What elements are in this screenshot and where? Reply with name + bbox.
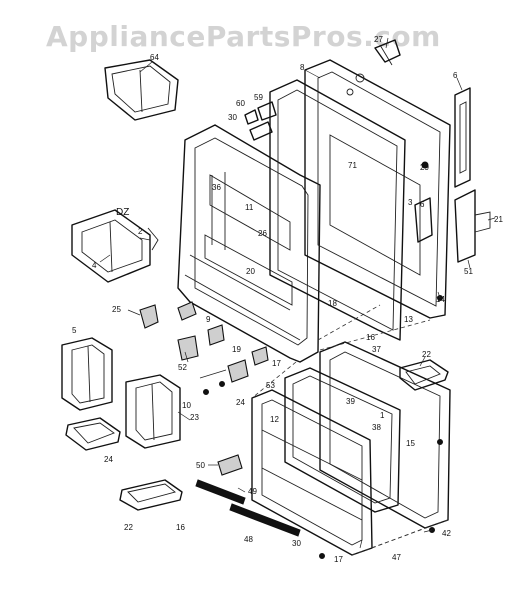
callout-labels: 64 27 8 6 59 60 30 71 29 36 11 26 3 6 21…: [72, 35, 503, 564]
freezer-handle-bar: [399, 359, 449, 391]
callout-36: 36: [212, 183, 221, 192]
freezer-gasket: [284, 367, 401, 513]
callout-16-handle: 16: [176, 523, 185, 532]
callout-71: 71: [348, 161, 357, 170]
callout-5: 5: [72, 326, 77, 335]
freezer-rails: [195, 479, 301, 537]
callout-24: 24: [104, 455, 113, 464]
callout-22-right: 22: [422, 350, 431, 359]
callout-6-mid: 6: [420, 200, 425, 209]
callout-15: 15: [406, 439, 415, 448]
callout-10: 10: [182, 401, 191, 410]
callout-30: 30: [228, 113, 237, 122]
callout-18: 18: [328, 299, 337, 308]
callout-13: 13: [404, 315, 413, 324]
callout-59: 59: [254, 93, 263, 102]
callout-47: 47: [392, 553, 401, 562]
callout-42: 42: [442, 529, 451, 538]
ice-tray: [65, 417, 121, 451]
callout-23: 23: [190, 413, 199, 422]
lower-door-shelf-left: [61, 337, 113, 411]
callout-64: 64: [150, 53, 159, 62]
callout-20: 20: [246, 267, 255, 276]
callout-48: 48: [244, 535, 253, 544]
callout-29: 29: [420, 163, 429, 172]
callout-19: 19: [232, 345, 241, 354]
assembly-guide-lines: [251, 304, 449, 556]
callout-25: 25: [112, 305, 121, 314]
callout-49: 49: [248, 487, 257, 496]
upper-hinge-rail: [454, 87, 491, 263]
upper-door-outer-panel: [304, 59, 451, 319]
upper-door-shelf: [71, 209, 151, 283]
callout-37: 37: [372, 345, 381, 354]
callout-58: 22: [124, 523, 133, 532]
callout-6-top: 6: [453, 71, 458, 80]
callout-8: 8: [300, 63, 305, 72]
callout-21: 21: [494, 215, 503, 224]
callout-11: 11: [245, 203, 254, 212]
door-stop-parts: [244, 73, 433, 243]
callout-1: 1: [380, 411, 385, 420]
callout-30-bottom: 30: [292, 539, 301, 548]
callout-17-mid: 17: [272, 359, 281, 368]
callout-14: 14: [436, 295, 445, 304]
upper-door-liner: [177, 124, 321, 363]
callout-9: 9: [206, 315, 211, 324]
callout-26: 26: [258, 229, 267, 238]
top-hinge-bracket: [374, 39, 401, 66]
callout-38: 38: [372, 423, 381, 432]
callout-2: 2: [138, 227, 143, 236]
leader-lines: [99, 37, 496, 549]
callout-27: 27: [374, 35, 383, 44]
freezer-handle: [119, 479, 183, 511]
callout-52: 52: [178, 363, 187, 372]
callout-24-small: 24: [236, 398, 245, 407]
callout-handwritten: DZ: [116, 207, 129, 218]
callout-4: 4: [92, 261, 97, 270]
lower-door-shelf-right: [125, 374, 181, 449]
callout-39: 39: [346, 397, 355, 406]
dairy-bin-top: [104, 59, 179, 121]
upper-door-gasket: [269, 79, 406, 341]
callout-12: 12: [270, 415, 279, 424]
callout-53: 53: [266, 381, 275, 390]
callout-16: 16: [366, 333, 375, 342]
callout-3: 3: [408, 198, 413, 207]
callout-50: 50: [196, 461, 205, 470]
callout-51: 51: [464, 267, 473, 276]
small-parts: [139, 227, 269, 395]
callout-60: 60: [236, 99, 245, 108]
hardware-screws: [219, 295, 443, 559]
callout-17-bottom: 17: [334, 555, 343, 564]
